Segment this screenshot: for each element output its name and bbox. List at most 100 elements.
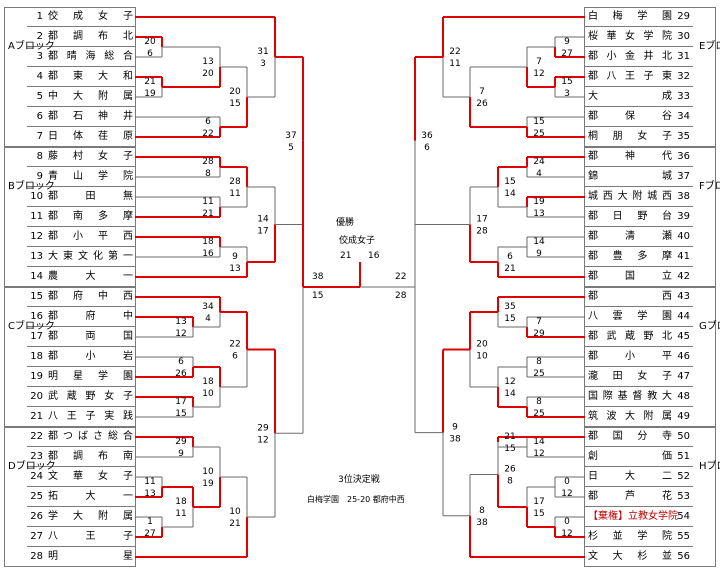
match-score: 19 xyxy=(533,197,545,207)
team-name: 瀧田女子 xyxy=(588,371,672,382)
team-name: 杉並学院 xyxy=(588,531,672,542)
match-score: 15 xyxy=(504,177,515,187)
team-number: 3 xyxy=(36,51,43,62)
team-name: 武蔵野女子 xyxy=(48,391,133,402)
match-score: 10 xyxy=(202,389,214,399)
match-score: 16 xyxy=(202,249,214,259)
match-score: 12 xyxy=(533,449,544,459)
match-score: 0 xyxy=(564,477,570,487)
match-score: 3 xyxy=(564,89,570,99)
match-score: 5 xyxy=(288,143,294,153)
match-score: 19 xyxy=(202,479,214,489)
match-score: 25 xyxy=(533,129,544,139)
match-score: 1 xyxy=(147,517,153,527)
team-number: 42 xyxy=(677,271,690,282)
match-score: 29 xyxy=(533,329,545,339)
team-name: 筑波大附属 xyxy=(588,411,672,422)
team-number: 48 xyxy=(677,391,690,402)
team-number: 55 xyxy=(677,531,690,542)
team-number: 1 xyxy=(36,11,43,22)
team-name: 都国分寺 xyxy=(588,431,672,442)
team-number: 20 xyxy=(30,391,43,402)
match-score: 4 xyxy=(536,169,542,179)
team-number: 37 xyxy=(677,171,690,182)
team-name: 藤村女子 xyxy=(48,151,133,162)
block-label-f: Fブロック xyxy=(699,181,720,192)
match-score: 34 xyxy=(202,302,214,312)
team-name: 八雲学園 xyxy=(588,311,672,322)
team-name: 都田無 xyxy=(48,191,133,202)
block-label-g: Gブロック xyxy=(699,321,720,332)
match-score: 35 xyxy=(504,302,515,312)
team-name: 城西大附城西 xyxy=(588,191,672,202)
match-score: 3 xyxy=(260,59,266,69)
semi-left-score-top: 38 xyxy=(312,272,324,282)
team-row: 13 大東文化第一 xyxy=(27,247,135,267)
team-name: 大成 xyxy=(588,91,672,102)
team-name: 都府中 xyxy=(48,311,133,322)
team-name: 日体荏原 xyxy=(48,131,133,142)
match-score: 26 xyxy=(476,99,488,109)
team-number: 52 xyxy=(677,471,690,482)
team-name: 国際基督教大 xyxy=(588,391,672,402)
match-score: 6 xyxy=(507,252,513,262)
team-number: 19 xyxy=(30,371,43,382)
match-score: 6 xyxy=(205,117,211,127)
match-score: 17 xyxy=(175,397,186,407)
team-number: 13 xyxy=(30,251,43,262)
withdrawn-mark: 【棄権】 xyxy=(588,511,628,522)
team-name: 都国立 xyxy=(588,271,672,282)
team-name: 都晴海総合 xyxy=(48,51,133,62)
match-score: 29 xyxy=(175,437,187,447)
team-name: 都清瀬 xyxy=(588,231,672,242)
match-score: 6 xyxy=(232,352,238,362)
team-name: 中大附属 xyxy=(48,91,133,102)
block-label-e: Eブロック xyxy=(699,41,720,52)
team-number: 46 xyxy=(677,351,690,362)
team-number: 43 xyxy=(677,291,690,302)
match-score: 19 xyxy=(144,89,156,99)
team-number: 18 xyxy=(30,351,43,362)
match-score: 8 xyxy=(536,357,542,367)
match-score: 9 xyxy=(452,423,458,433)
team-number: 50 xyxy=(677,431,690,442)
semi-left-score-bottom: 15 xyxy=(312,291,324,301)
match-score: 38 xyxy=(476,518,488,528)
match-score: 15 xyxy=(561,77,572,87)
team-name: 農大一 xyxy=(48,271,133,282)
match-score: 27 xyxy=(144,529,155,539)
match-score: 22 xyxy=(202,129,213,139)
match-score: 10 xyxy=(229,507,241,517)
match-score: 31 xyxy=(257,47,268,57)
match-score: 22 xyxy=(229,340,240,350)
team-name: 日大二 xyxy=(588,471,672,482)
team-name: 桜華女学院 xyxy=(588,31,672,42)
team-row: 都国分寺 50 xyxy=(585,427,693,447)
match-score: 9 xyxy=(178,449,184,459)
team-number: 16 xyxy=(30,311,43,322)
team-name: 都武蔵野北 xyxy=(588,331,672,342)
team-number: 38 xyxy=(677,191,690,202)
team-name: 都小平 xyxy=(588,351,672,362)
team-name: 都小平西 xyxy=(48,231,133,242)
team-name: 都芦花 xyxy=(588,491,672,502)
team-name: 都保谷 xyxy=(588,111,672,122)
team-name: 大東文化第一 xyxy=(48,251,133,262)
match-score: 24 xyxy=(533,157,545,167)
team-name: 学大附属 xyxy=(48,511,133,522)
